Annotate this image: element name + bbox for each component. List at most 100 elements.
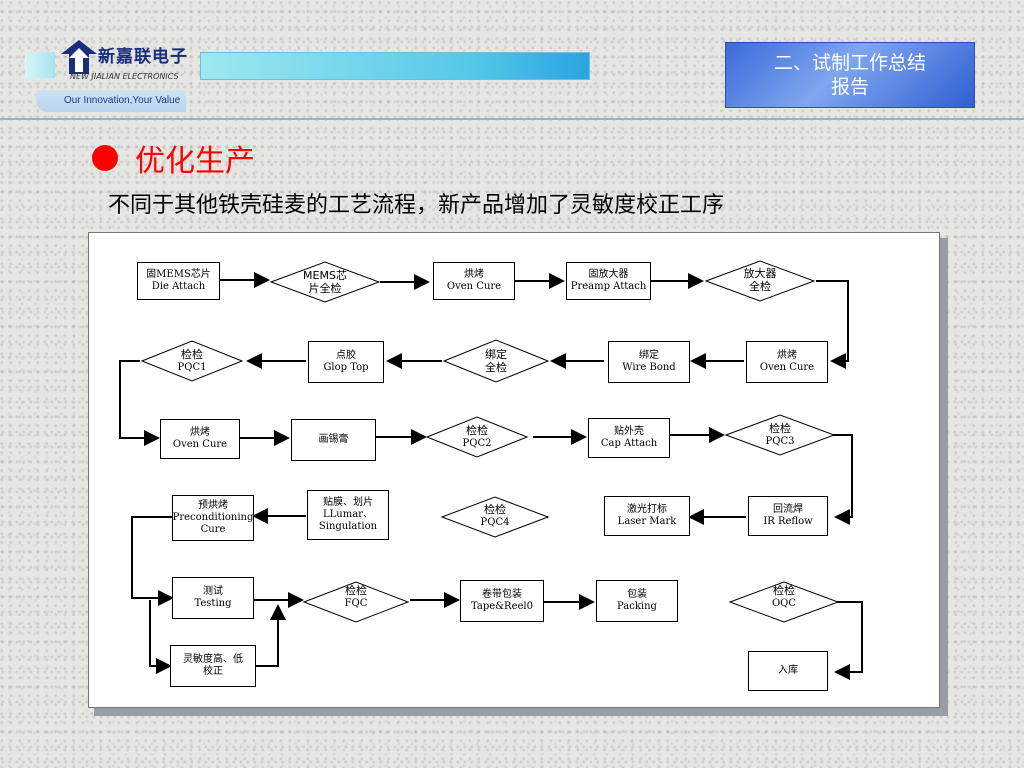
step-label-en: FQC	[344, 598, 368, 609]
decision-diamonds	[140, 260, 840, 623]
step-label-zh2: 校正	[203, 666, 223, 677]
decision-pqc2: 检检 PQC2	[427, 425, 527, 450]
diamond-bond-check	[442, 339, 550, 383]
diamond-mems-check	[269, 261, 381, 303]
step-label-en: PQC4	[480, 517, 510, 528]
step-sensitivity-calibration: 灵敏度高、低 校正	[170, 645, 256, 687]
decision-oqc: 检检 OQC	[734, 585, 834, 610]
step-label-en: IR Reflow	[763, 516, 813, 527]
step-label-en: Preamp Attach	[570, 281, 647, 292]
section-badge: 二、试制工作总结 报告	[725, 42, 975, 108]
step-label-zh: 回流焊	[773, 504, 803, 515]
step-preconditioning-cure: 预烘烤 Preconditioning Cure	[172, 495, 254, 541]
step-packing: 包装 Packing	[596, 580, 678, 622]
bullet-icon	[92, 145, 118, 171]
step-label-zh: 烘烤	[190, 427, 210, 438]
step-wire-bond: 绑定 Wire Bond	[608, 341, 690, 383]
decision-pqc1: 检检 PQC1	[142, 349, 242, 374]
step-label-zh: 固MEMS芯片	[146, 269, 211, 280]
step-label-en: Oven Cure	[172, 439, 228, 450]
logo-emblem-icon	[61, 40, 97, 74]
section-badge-line2: 报告	[830, 76, 869, 98]
step-label-zh: 检检	[345, 584, 367, 597]
section-heading: 优化生产	[135, 144, 255, 179]
header-divider	[0, 118, 1024, 120]
step-label-en: Oven Cure	[759, 362, 815, 373]
step-label-zh: 卷带包装	[482, 589, 522, 600]
decision-pqc3: 检检 PQC3	[730, 423, 830, 448]
company-name: 新嘉联电子	[98, 47, 188, 67]
step-label-zh: 检检	[466, 424, 488, 437]
step-label-zh: 预烘烤	[198, 500, 228, 511]
step-label-zh: 绑定	[639, 350, 659, 361]
step-label-zh2: 全检	[485, 361, 507, 374]
arrow-calib-out	[256, 604, 286, 667]
step-label-zh: 灵敏度高、低	[183, 654, 243, 665]
diamond-amp-check	[704, 260, 816, 302]
step-label-en: PQC1	[177, 362, 207, 373]
step-glop-top: 点胶 Glop Top	[308, 341, 384, 383]
company-slogan-banner: Our Innovation,Your Value	[36, 90, 186, 112]
step-laser-mark: 激光打标 Laser Mark	[604, 496, 690, 536]
step-label-zh: 入库	[778, 665, 798, 676]
step-oven-cure-2: 烘烤 Oven Cure	[746, 341, 828, 383]
step-label-zh: 绑定	[485, 348, 507, 361]
step-label-zh: 贴外壳	[614, 426, 644, 437]
section-description: 不同于其他铁壳硅麦的工艺流程，新产品增加了灵敏度校正工序	[108, 193, 725, 218]
step-tape-reel: 卷带包装 Tape&Reel0	[460, 580, 544, 622]
step-label-en: Cap Attach	[600, 438, 658, 449]
step-preamp-attach: 固放大器 Preamp Attach	[566, 262, 651, 300]
step-label-zh: 包装	[627, 589, 647, 600]
arrow-calib-in	[149, 600, 172, 674]
diamond-pqc3	[724, 414, 836, 456]
step-label-en2: Singulation	[318, 521, 378, 532]
section-badge-line1: 二、试制工作总结	[773, 52, 926, 74]
logo-accent	[25, 52, 55, 78]
step-label-en: LLumar、	[323, 509, 373, 520]
arrow-r5-down	[834, 601, 863, 680]
header-banner-strip	[200, 52, 590, 80]
step-label-zh: MEMS芯	[303, 269, 347, 282]
arrow-r3-down	[832, 434, 853, 525]
step-cap-attach: 贴外壳 Cap Attach	[588, 418, 670, 458]
step-label-zh: 烘烤	[777, 350, 797, 361]
step-label-en: Oven Cure	[446, 281, 502, 292]
step-label-en: Die Attach	[151, 281, 206, 292]
step-label-en: Wire Bond	[622, 362, 676, 373]
decision-pqc4: 检检 PQC4	[445, 504, 545, 529]
step-label-zh: 检检	[769, 422, 791, 435]
decision-bond-check: 绑定 全检	[446, 349, 546, 375]
company-slogan: Our Innovation,Your Value	[64, 95, 181, 106]
step-singulation: 贴膜、划片 LLumar、 Singulation	[307, 490, 389, 540]
step-label-en2: Cure	[200, 524, 226, 535]
step-label-en: Packing	[617, 601, 657, 612]
diamond-pqc4	[440, 496, 550, 538]
step-oven-cure-3: 烘烤 Oven Cure	[160, 419, 240, 459]
step-label-en: Glop Top	[323, 362, 369, 373]
step-label-zh: 激光打标	[627, 504, 667, 515]
step-label-zh: 检检	[484, 503, 506, 516]
step-ir-reflow: 回流焊 IR Reflow	[748, 496, 828, 536]
company-name-en: NEW JIALIAN ELECTRONICS	[70, 72, 179, 81]
step-label-zh: 画锡膏	[318, 434, 349, 445]
step-label-zh: 测试	[203, 586, 223, 597]
decision-fqc: 检检 FQC	[306, 585, 406, 610]
step-label-en: PQC2	[462, 438, 492, 449]
step-label-en: Preconditioning	[172, 512, 254, 523]
flow-connectors	[119, 260, 863, 680]
step-label-zh: 点胶	[336, 350, 356, 361]
step-label-zh: 检检	[773, 584, 795, 597]
arrow-r4-down	[131, 516, 174, 606]
arrow-r1-down	[816, 280, 849, 369]
step-label-zh: 固放大器	[588, 269, 629, 280]
step-label-zh: 检检	[181, 348, 203, 361]
step-label-zh: 贴膜、划片	[323, 497, 373, 508]
arrow-r2-down	[119, 360, 160, 446]
step-oven-cure-1: 烘烤 Oven Cure	[433, 262, 515, 300]
decision-mems-check: MEMS芯 片全检	[275, 270, 375, 296]
diamond-fqc	[302, 581, 410, 623]
step-label-en: Testing	[194, 598, 232, 609]
step-testing: 测试 Testing	[172, 577, 254, 619]
diamond-pqc2	[425, 416, 529, 458]
company-logo	[25, 26, 197, 112]
